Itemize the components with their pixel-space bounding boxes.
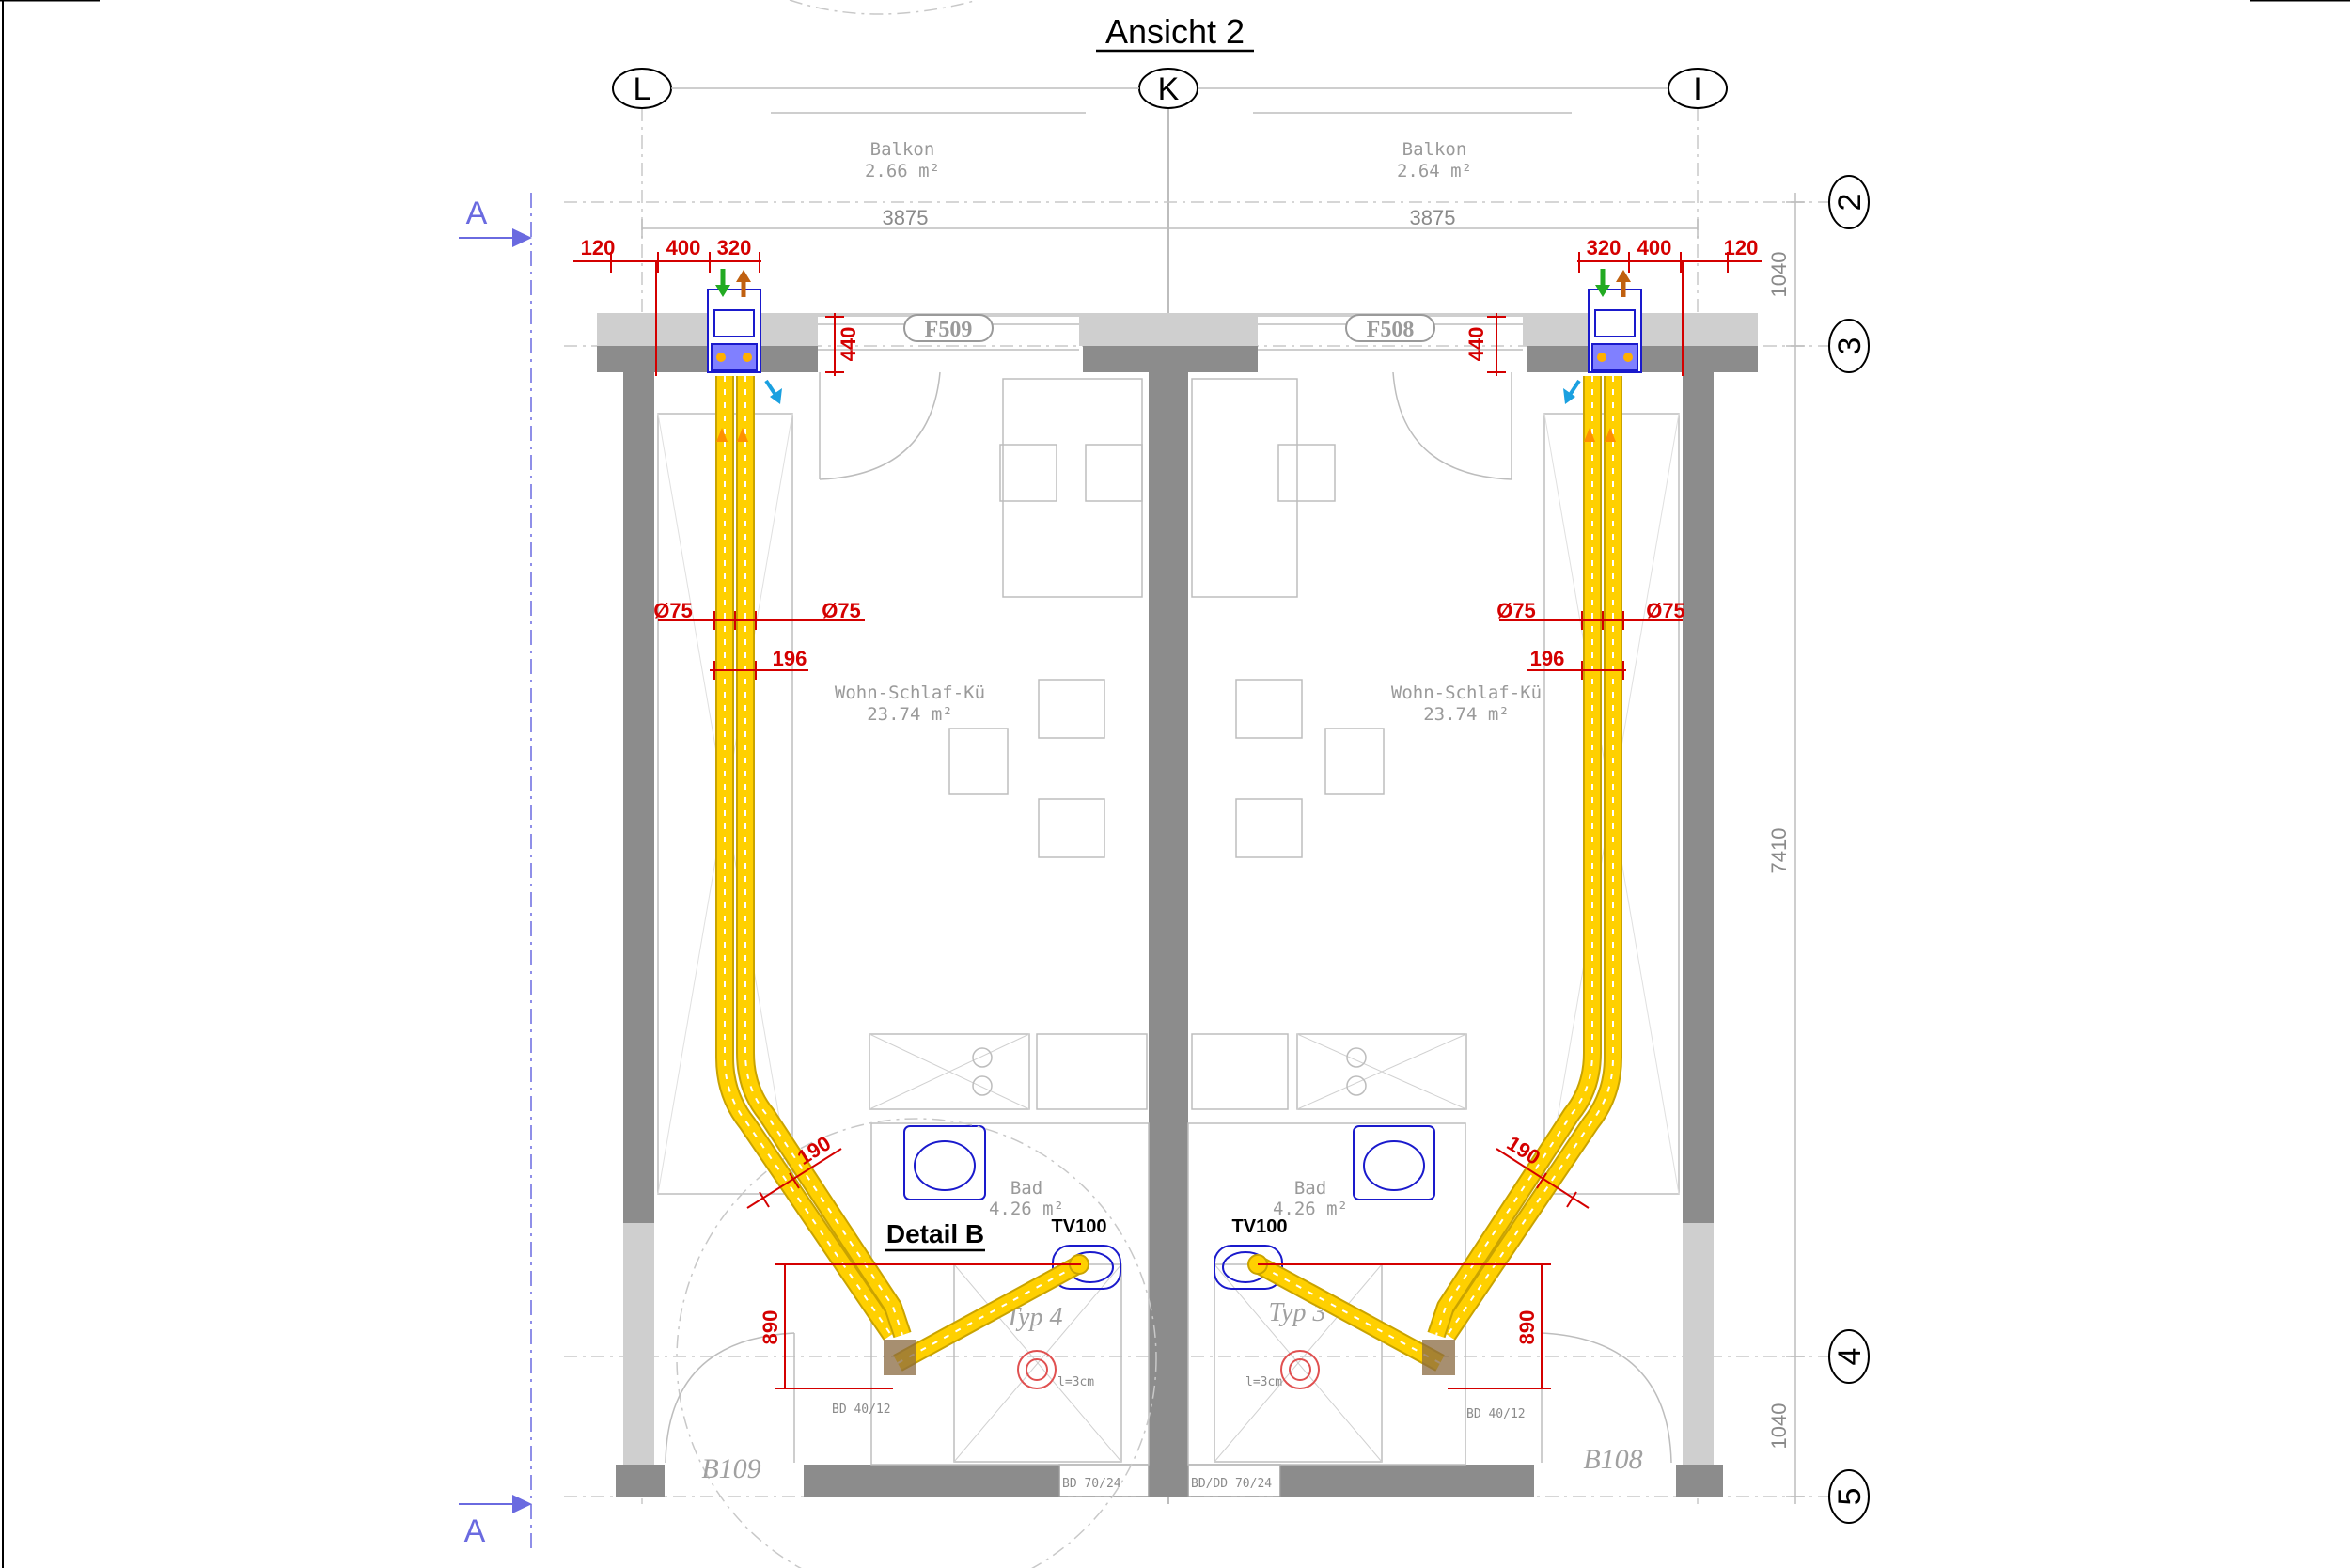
axis-bubble-k: K [1138, 68, 1198, 109]
dim-400-right: 400 [1637, 236, 1672, 259]
svg-text:Ø75: Ø75 [1496, 599, 1536, 622]
axis-bubble-5: 5 [1828, 1469, 1870, 1524]
dim-120-right: 120 [1724, 236, 1759, 259]
top-arc [789, 0, 979, 15]
axis-bubble-l: L [612, 68, 672, 109]
living-right-area: 23.74 m² [1423, 704, 1510, 725]
svg-text:A: A [466, 196, 488, 231]
red-dims-top-left: 120 400 320 [573, 236, 761, 376]
balcony-left-area: 2.66 m² [865, 161, 940, 181]
dim-dia-left: Ø75 Ø75 196 [653, 599, 865, 680]
dim-890-left: 890 [759, 1263, 1081, 1389]
note-bd-bottom-left: BD 70/24 [1062, 1477, 1121, 1491]
dim-196-right: 196 [1530, 647, 1565, 670]
dim-440-right: 440 [1465, 313, 1506, 376]
bath-right-name: Bad [1294, 1178, 1326, 1199]
svg-text:3875: 3875 [883, 206, 929, 229]
window-tag-f508: F508 [1345, 314, 1435, 342]
entrance-door-left [665, 1332, 795, 1464]
svg-text:5: 5 [1832, 1488, 1868, 1506]
axis-bubble-i: I [1668, 68, 1728, 109]
svg-text:K: K [1158, 71, 1180, 107]
svg-text:3: 3 [1832, 337, 1868, 355]
bath-left-name: Bad [1010, 1178, 1042, 1199]
dim-1040-bottom: 1040 [1767, 1403, 1791, 1450]
vent-unit-right [1588, 289, 1642, 373]
axis-bubble-3: 3 [1828, 319, 1870, 373]
outflow-arrow-left-icon [764, 379, 782, 404]
note-bd-bottom-right: BD/DD 70/24 [1191, 1477, 1272, 1491]
bath-left-area: 4.26 m² [989, 1199, 1064, 1219]
dim-890-right: 890 [1258, 1263, 1551, 1389]
supply-arrow-left-icon [715, 269, 730, 297]
section-marker-bottom: A [459, 1495, 532, 1549]
outflow-arrow-right-icon [1563, 379, 1581, 404]
supply-arrow-right-icon [1595, 269, 1610, 297]
note-shower-right: l=3cm [1246, 1375, 1282, 1389]
note-bd-right: BD 40/12 [1466, 1407, 1526, 1421]
svg-text:A: A [464, 1513, 486, 1549]
section-marker-top: A [459, 196, 532, 247]
dimension-3875: 3875 3875 [641, 206, 1699, 238]
dim-400-left: 400 [666, 236, 701, 259]
window-tag-f509: F509 [903, 314, 994, 342]
dim-dia-right-2: Ø75 [1646, 599, 1685, 622]
svg-text:F509: F509 [925, 318, 973, 342]
svg-text:4: 4 [1832, 1348, 1868, 1366]
living-left-name: Wohn-Schlaf-Kü [835, 682, 985, 703]
note-shower-left: l=3cm [1058, 1375, 1094, 1389]
svg-text:890: 890 [759, 1310, 782, 1345]
duct-left [715, 376, 1089, 1375]
svg-text:F508: F508 [1367, 318, 1415, 342]
dim-dia-right: Ø75 Ø75 196 [1496, 599, 1685, 680]
svg-text:L: L [634, 71, 651, 107]
svg-text:440: 440 [1465, 327, 1488, 362]
axis-bubble-2: 2 [1828, 175, 1870, 229]
dim-440-left: 440 [825, 313, 860, 376]
dim-120-left: 120 [581, 236, 616, 259]
svg-text:440: 440 [837, 327, 860, 362]
svg-text:Ø75: Ø75 [653, 599, 693, 622]
exhaust-arrow-left-icon [736, 270, 751, 297]
dim-7410: 7410 [1767, 828, 1791, 874]
living-left-area: 23.74 m² [867, 704, 953, 725]
red-dims-top-right: 320 400 120 [1577, 236, 1762, 376]
exhaust-arrow-right-icon [1616, 270, 1631, 297]
detail-b-circle [676, 1118, 1157, 1568]
vent-unit-left [707, 289, 761, 373]
bath-right-area: 4.26 m² [1273, 1199, 1348, 1219]
living-right-name: Wohn-Schlaf-Kü [1391, 682, 1542, 703]
balcony-right-area: 2.64 m² [1397, 161, 1472, 181]
walls [597, 313, 1758, 1497]
detail-label: Detail B [886, 1219, 984, 1248]
dim-dia-left-2: Ø75 [822, 599, 861, 622]
dimension-3875-right: 3875 [1410, 206, 1456, 229]
dim-320-left: 320 [717, 236, 752, 259]
side-dimension-chain: 1040 7410 1040 [1767, 193, 1805, 1504]
axis-bubble-4: 4 [1828, 1329, 1870, 1384]
view-title: Ansicht 2 [1105, 12, 1245, 51]
bathroom-right [1187, 1122, 1466, 1466]
dim-196-left: 196 [773, 647, 807, 670]
balcony-right-name: Balkon [1402, 139, 1467, 160]
note-bd-left: BD 40/12 [832, 1403, 891, 1417]
balcony-left-name: Balkon [870, 139, 935, 160]
device-label-left: TV100 [1052, 1216, 1107, 1237]
device-label-right: TV100 [1232, 1216, 1288, 1237]
balcony-door-left [819, 371, 941, 480]
dim-1040-top: 1040 [1767, 252, 1791, 298]
door-tag-b108: B108 [1583, 1444, 1642, 1475]
duct-right [1247, 376, 1622, 1375]
balcony-door-right [1392, 371, 1512, 480]
svg-text:890: 890 [1515, 1310, 1539, 1345]
dim-320-right: 320 [1587, 236, 1622, 259]
svg-text:2: 2 [1832, 194, 1868, 212]
door-tag-b109: B109 [701, 1453, 760, 1484]
svg-text:I: I [1693, 71, 1701, 107]
